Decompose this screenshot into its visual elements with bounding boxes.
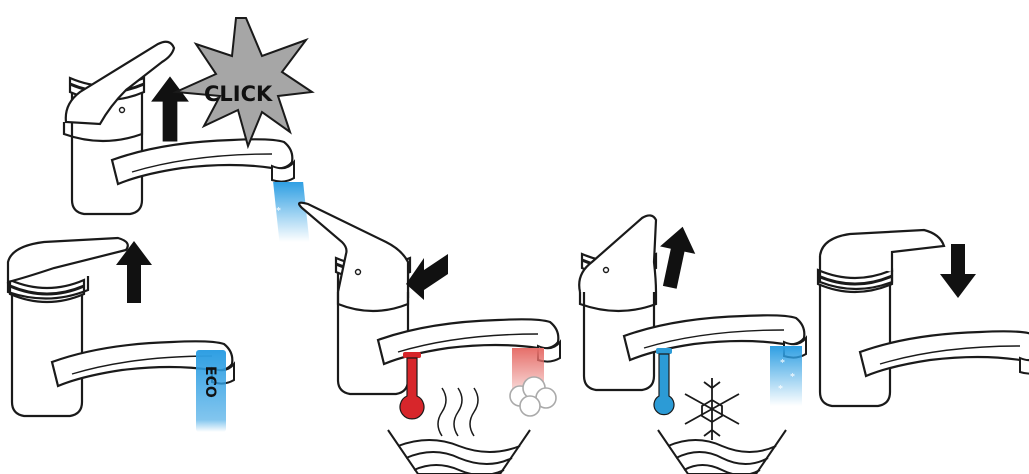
svg-text:*: * [790, 372, 795, 383]
svg-text:*: * [262, 218, 267, 229]
faucet-click-step: * * * CLICK [62, 17, 315, 242]
up-arrow-icon [652, 222, 701, 292]
left-arrow-icon [406, 254, 448, 300]
faucet-eco-step: ECO [6, 236, 236, 432]
up-arrow-icon [151, 76, 189, 142]
faucet-close-step [816, 228, 1029, 408]
steam-icon [509, 376, 557, 417]
snowflake-icon [684, 378, 740, 440]
eco-label: ECO [202, 366, 218, 398]
click-label: CLICK [204, 82, 273, 106]
faucet-cold-step: * * * [578, 214, 808, 474]
down-arrow-icon [940, 244, 976, 298]
svg-text:*: * [780, 358, 785, 369]
water-sparkle-icon: * * * [262, 194, 281, 229]
svg-text:*: * [266, 194, 271, 205]
thermometer-cold-icon [653, 348, 675, 416]
click-burst-icon [172, 17, 315, 150]
svg-text:*: * [778, 384, 783, 395]
basin-icon [387, 429, 531, 474]
basin-icon [657, 429, 787, 474]
svg-text:*: * [276, 206, 281, 217]
thermometer-hot-icon [399, 352, 425, 420]
faucet-hot-step [297, 201, 562, 474]
steam-lines-icon [437, 387, 479, 437]
